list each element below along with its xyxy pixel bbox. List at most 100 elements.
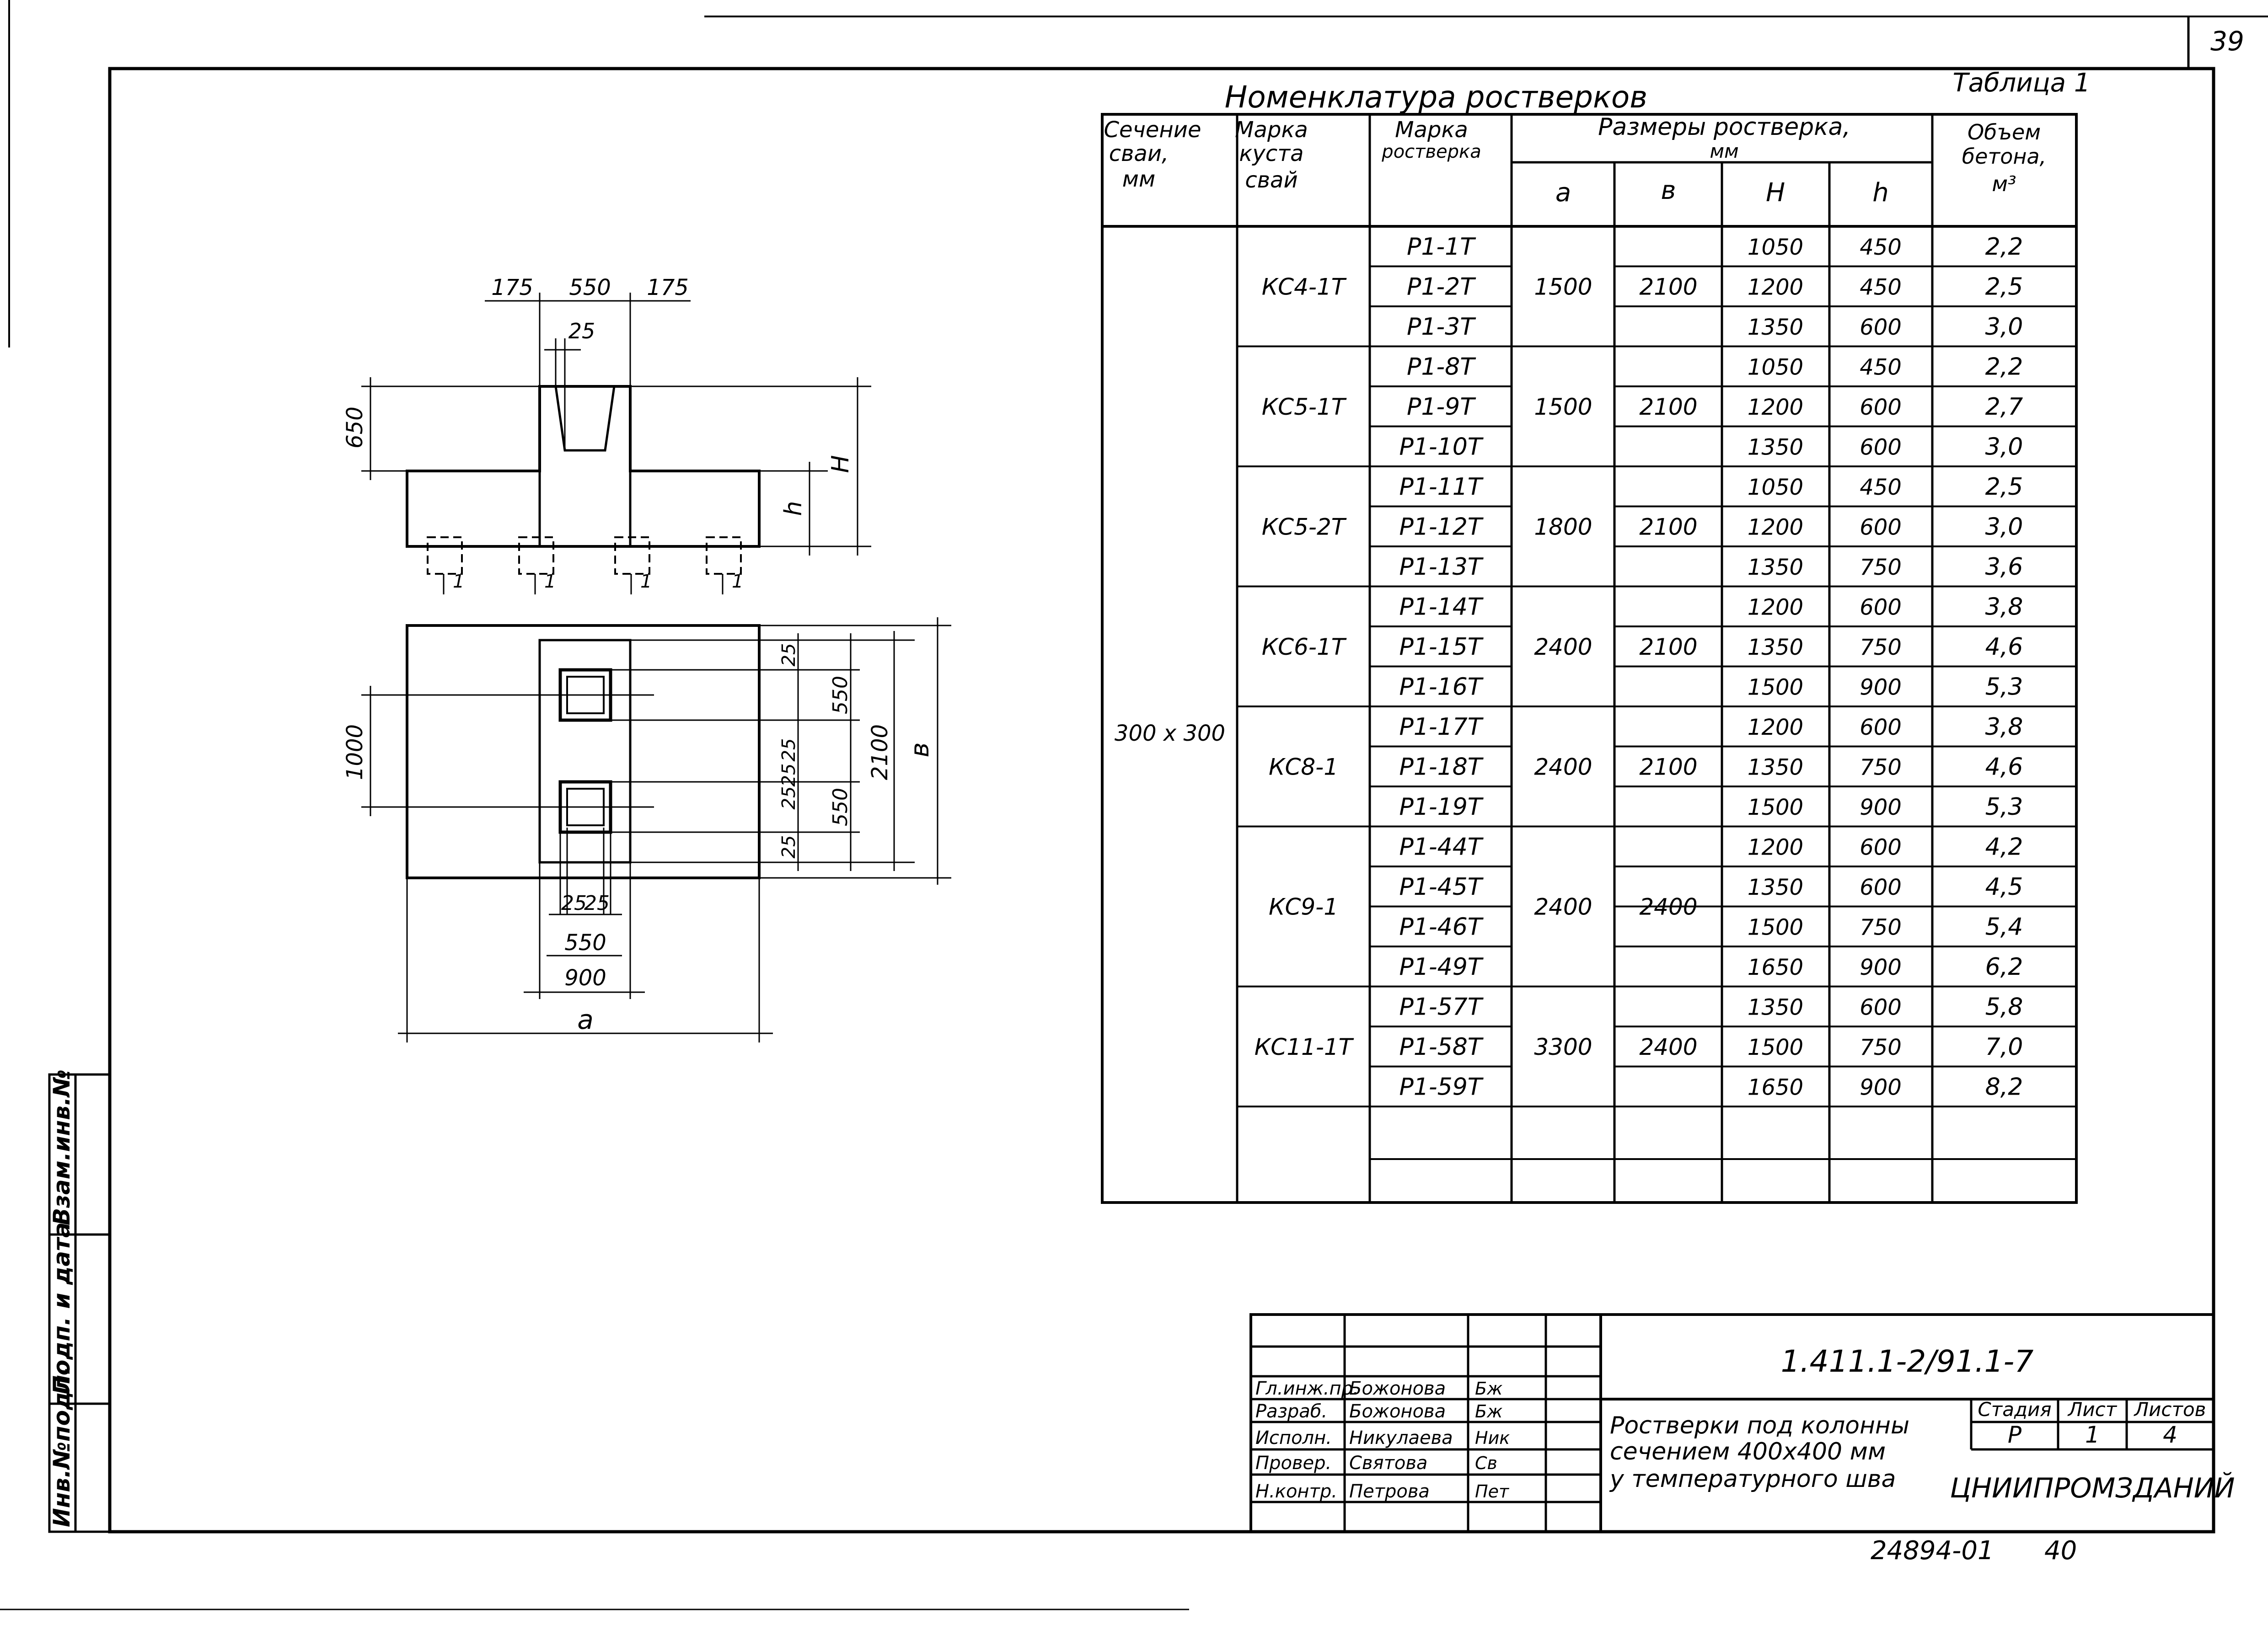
header-volume-3: м³: [1992, 171, 2016, 196]
grillage-mark: Р1-49Т: [1399, 953, 1484, 981]
grillage-mark: Р1-12Т: [1399, 513, 1484, 540]
header-dims-1: Размеры ростверка,: [1598, 113, 1850, 141]
side-stamp-replace: Взам.инв.№: [48, 1069, 75, 1225]
grillage-h: 600: [1860, 715, 1902, 740]
grillage-h: 450: [1860, 354, 1902, 380]
title-signature: Бж: [1475, 1401, 1502, 1422]
title-name: Божонова: [1349, 1401, 1446, 1422]
title-name: Святова: [1349, 1453, 1427, 1474]
grillage-H: 1350: [1748, 635, 1803, 660]
concrete-volume: 2,7: [1985, 393, 2023, 421]
dim-right-25-b: 25: [778, 738, 799, 762]
stage-value: Р: [2008, 1422, 2022, 1448]
concrete-volume: 2,5: [1985, 273, 2023, 300]
dim-H: H: [827, 455, 854, 473]
grillage-dim-a: 2400: [1534, 634, 1592, 660]
header-b: в: [1661, 176, 1676, 205]
grillage-H: 1200: [1748, 395, 1803, 420]
organization: ЦНИИПРОМЗДАНИЙ: [1950, 1472, 2235, 1504]
grillage-mark: Р1-1Т: [1407, 233, 1476, 261]
concrete-volume: 3,0: [1985, 313, 2023, 341]
concrete-volume: 3,6: [1985, 553, 2023, 581]
grillage-dim-b: 2100: [1639, 513, 1697, 540]
header-bush-2: куста: [1239, 141, 1303, 166]
concrete-volume: 5,8: [1985, 993, 2023, 1021]
header-volume-2: бетона,: [1962, 144, 2047, 169]
elevation-view: [361, 293, 871, 594]
pile-mark-1: 1: [453, 571, 464, 592]
dim-175-left: 175: [491, 275, 533, 300]
grillage-H: 1500: [1748, 914, 1803, 940]
grillage-H: 1350: [1748, 315, 1803, 340]
title-block: [1249, 1313, 2215, 1533]
concrete-volume: 2,5: [1985, 473, 2023, 501]
dim-right-25-c: 25: [778, 764, 799, 787]
grillage-h: 900: [1860, 955, 1902, 980]
plan-view: [361, 617, 951, 1042]
table-label: Таблица 1: [1952, 68, 2090, 98]
grillage-H: 1200: [1748, 834, 1803, 860]
grillage-h: 450: [1860, 235, 1902, 260]
grillage-H: 1200: [1748, 514, 1803, 540]
grillage-H: 1500: [1748, 674, 1803, 700]
grillage-mark: Р1-57Т: [1399, 993, 1484, 1021]
title-role: Разраб.: [1255, 1401, 1327, 1422]
grillage-dim-a: 3300: [1534, 1034, 1592, 1060]
title-signature: Св: [1475, 1453, 1497, 1473]
grillage-H: 1500: [1748, 1035, 1803, 1060]
concrete-volume: 3,0: [1985, 433, 2023, 460]
grillage-H: 1200: [1748, 715, 1803, 740]
dim-a: a: [577, 1004, 594, 1035]
description-line-2: сечением 400х400 мм: [1610, 1438, 1886, 1465]
grillage-mark: Р1-18Т: [1399, 753, 1484, 780]
dim-right-25-d: 25: [778, 786, 799, 810]
title-signature: Ник: [1475, 1428, 1510, 1448]
grillage-h: 900: [1860, 795, 1902, 820]
dim-right-550-b: 550: [829, 788, 852, 826]
bush-mark: КС6-1Т: [1262, 634, 1347, 660]
bush-mark: КС4-1Т: [1262, 273, 1347, 300]
grillage-mark: Р1-58Т: [1399, 1033, 1484, 1061]
concrete-volume: 5,3: [1985, 673, 2023, 700]
header-volume-1: Объем: [1968, 120, 2041, 144]
dim-2100: 2100: [867, 724, 893, 780]
concrete-volume: 7,0: [1985, 1033, 2023, 1061]
dim-175-right: 175: [647, 275, 689, 300]
grillage-h: 900: [1860, 1074, 1902, 1100]
grillage-dim-b: 2100: [1639, 394, 1697, 420]
bush-mark: КС11-1Т: [1255, 1034, 1354, 1060]
grillage-dim-a: 1500: [1534, 273, 1592, 300]
grillage-h: 750: [1860, 914, 1902, 940]
title-role: Исполн.: [1255, 1427, 1332, 1449]
grillage-dim-a: 2400: [1534, 754, 1592, 780]
concrete-volume: 5,3: [1985, 793, 2023, 821]
grillage-dim-a: 2400: [1534, 894, 1592, 920]
grillage-H: 1350: [1748, 875, 1803, 900]
dim-bottom-25-a: 25: [561, 892, 587, 915]
grillage-mark: Р1-11Т: [1399, 473, 1484, 501]
grillage-H: 1050: [1748, 475, 1803, 500]
dim-right-25-e: 25: [778, 835, 799, 859]
header-a: a: [1555, 178, 1571, 208]
bush-mark: КС5-1Т: [1262, 394, 1347, 420]
sheets-value: 4: [2163, 1422, 2177, 1448]
grillage-H: 1200: [1748, 274, 1803, 300]
grillage-h: 600: [1860, 594, 1902, 620]
title-role: Н.контр.: [1255, 1481, 1337, 1502]
concrete-volume: 6,2: [1985, 953, 2023, 981]
grillage-h: 750: [1860, 754, 1902, 780]
header-H: H: [1766, 178, 1785, 208]
page-number: 39: [2210, 26, 2244, 57]
grillage-mark: Р1-16Т: [1399, 673, 1484, 700]
grillage-dim-a: 1500: [1534, 394, 1592, 420]
title-role: Гл.инж.пр.: [1255, 1378, 1359, 1399]
grillage-h: 600: [1860, 994, 1902, 1020]
grillage-H: 1500: [1748, 795, 1803, 820]
title-name: Божонова: [1349, 1378, 1446, 1399]
dim-1000: 1000: [342, 724, 368, 780]
concrete-volume: 2,2: [1985, 233, 2023, 261]
grillage-mark: Р1-14Т: [1399, 593, 1484, 620]
grillage-mark: Р1-9Т: [1407, 393, 1476, 421]
